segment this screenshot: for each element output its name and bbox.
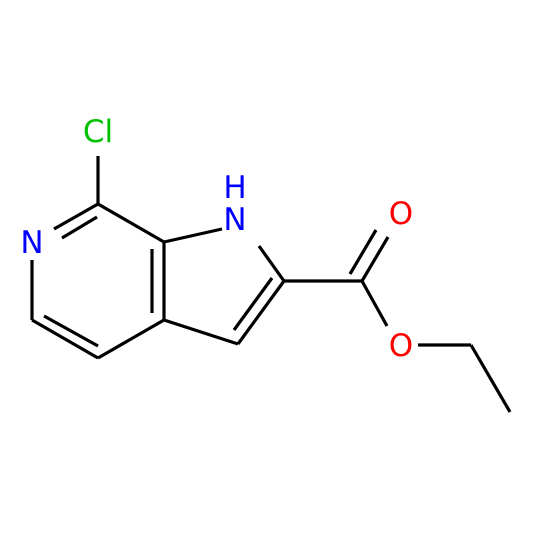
bond-c7-n6 bbox=[53, 202, 99, 231]
bond-ccarb-oester bbox=[360, 280, 389, 327]
atom-labels: Cl N H N O O bbox=[20, 114, 413, 364]
atom-o-carbonyl: O bbox=[389, 196, 413, 232]
atom-cl: Cl bbox=[83, 114, 113, 150]
bond-c5-c4 bbox=[31, 318, 99, 360]
bond-n1-c7a bbox=[163, 227, 223, 244]
bond-c3a-c3 bbox=[163, 318, 239, 346]
bond-ccarb-o-inner bbox=[348, 229, 378, 275]
bond-ch2-ch3 bbox=[469, 344, 512, 413]
bond-c4-c3a bbox=[97, 318, 165, 360]
bond-c5-c4-inner bbox=[43, 314, 99, 348]
bond-c2-n1 bbox=[257, 245, 286, 282]
bond-c3-c2 bbox=[236, 280, 286, 345]
atom-nh-nitrogen: N bbox=[223, 202, 246, 238]
atom-nh-hydrogen: H bbox=[223, 170, 246, 206]
bonds bbox=[30, 156, 512, 413]
bond-c3-c2-inner bbox=[232, 277, 274, 331]
bond-c7a-c7 bbox=[97, 202, 165, 244]
atom-o-ester: O bbox=[389, 328, 413, 364]
bond-c7-n6-inner bbox=[61, 215, 98, 240]
bond-ccarb-o bbox=[360, 236, 390, 282]
atom-n-pyridine: N bbox=[20, 225, 43, 261]
